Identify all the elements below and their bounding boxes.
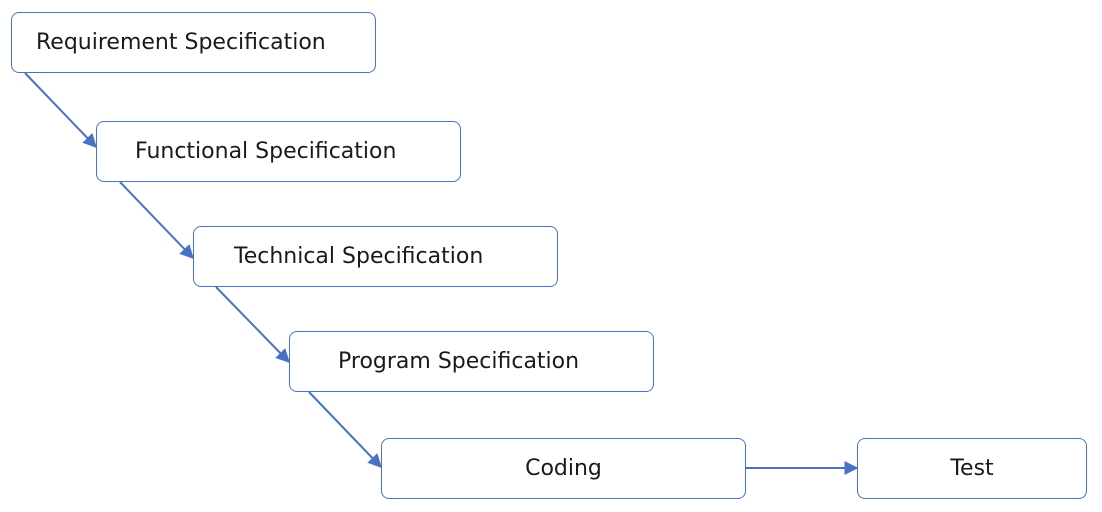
step-label: Functional Specification [135, 139, 397, 164]
step-label: Requirement Specification [36, 30, 326, 55]
arrow-technical-to-program [215, 286, 290, 364]
arrow-program-to-coding [308, 391, 382, 469]
step-requirement-specification: Requirement Specification [11, 12, 376, 73]
step-label: Test [950, 456, 994, 481]
step-functional-specification: Functional Specification [96, 121, 461, 182]
step-technical-specification: Technical Specification [193, 226, 558, 287]
step-program-specification: Program Specification [289, 331, 654, 392]
step-label: Coding [525, 456, 602, 481]
step-coding: Coding [381, 438, 746, 499]
arrow-requirement-to-functional [24, 72, 97, 149]
step-label: Program Specification [338, 349, 580, 374]
step-test: Test [857, 438, 1087, 499]
arrow-functional-to-technical [119, 181, 194, 260]
step-label: Technical Specification [234, 244, 484, 269]
